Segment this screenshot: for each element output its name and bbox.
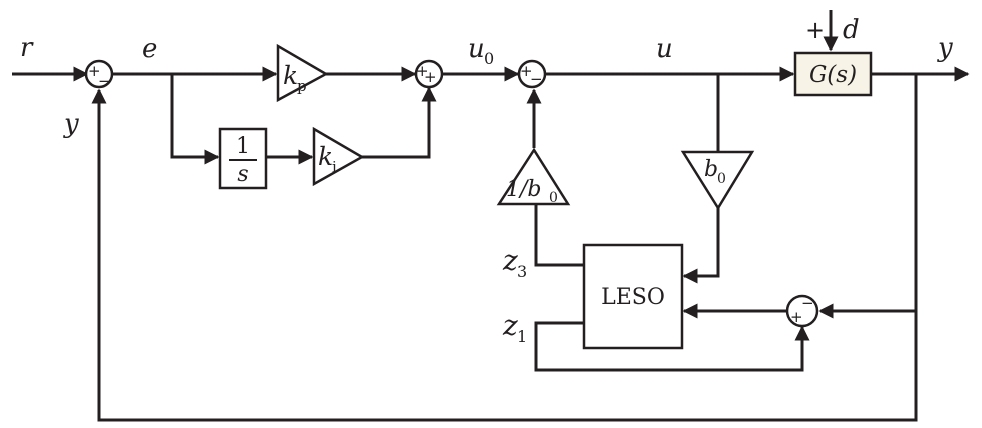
b0-label: b <box>704 157 718 182</box>
signal-z3-subscript: 3 <box>517 262 527 281</box>
wire-e-to-integrator <box>170 74 220 165</box>
sum3-plus-sign: + <box>520 62 533 80</box>
integrator-block: 1 s <box>218 127 268 190</box>
signal-d-label: d <box>843 15 860 45</box>
signal-z1-label: z <box>502 309 518 342</box>
integrator-numerator: 1 <box>236 134 250 159</box>
kp-label: k <box>283 61 298 90</box>
leso-label: LESO <box>601 285 665 310</box>
integrator-denominator: s <box>237 162 248 187</box>
ki-label: k <box>318 142 333 171</box>
plant-block: G(s) <box>793 51 873 97</box>
sum-junction-4: + − <box>785 294 819 328</box>
sum4-minus-sign: − <box>801 294 814 312</box>
signal-y-output-label: y <box>937 33 953 63</box>
signal-z1-subscript: 1 <box>517 327 527 346</box>
signal-u0-subscript: 0 <box>484 49 494 68</box>
wire-b0-to-leso <box>682 208 720 284</box>
signal-z3-label: z <box>502 244 518 277</box>
sum2-plus-sign-a: + <box>416 62 429 80</box>
signal-u0-label: u <box>468 34 485 64</box>
wire-y-feedback <box>91 74 918 422</box>
sum3-minus-sign: − <box>530 70 543 88</box>
signal-r-label: r <box>20 33 34 63</box>
sum2-plus-sign-b: + <box>424 68 437 86</box>
plant-label: G(s) <box>809 62 857 88</box>
sum1-minus-sign: − <box>98 72 111 90</box>
sum-junction-1: + − <box>84 59 114 90</box>
leso-block: LESO <box>582 243 684 350</box>
wire-ki-to-sum2 <box>362 86 437 159</box>
signal-e-label: e <box>142 34 157 64</box>
inv-b0-subscript: 0 <box>549 190 558 206</box>
sum4-plus-sign: + <box>790 308 803 326</box>
wire-z3 <box>534 204 584 267</box>
kp-subscript: p <box>297 77 307 95</box>
gain-b0: b 0 <box>680 150 755 211</box>
gain-inverse-b0: 1/b 0 <box>496 147 571 206</box>
gain-kp: k p <box>276 43 329 103</box>
ki-subscript: i <box>332 158 337 176</box>
sum-junction-2: + + <box>414 59 444 89</box>
wire-z1 <box>534 321 810 372</box>
sum-junction-3: + − <box>517 59 547 89</box>
signal-u-label: u <box>656 34 673 64</box>
signal-y-feedback-label: y <box>63 109 79 139</box>
inv-b0-label: 1/b <box>506 177 542 202</box>
disturbance-sign: + <box>805 16 825 44</box>
b0-subscript: 0 <box>717 171 726 187</box>
sum1-plus-sign: + <box>88 62 101 80</box>
gain-ki: k i <box>312 126 365 187</box>
